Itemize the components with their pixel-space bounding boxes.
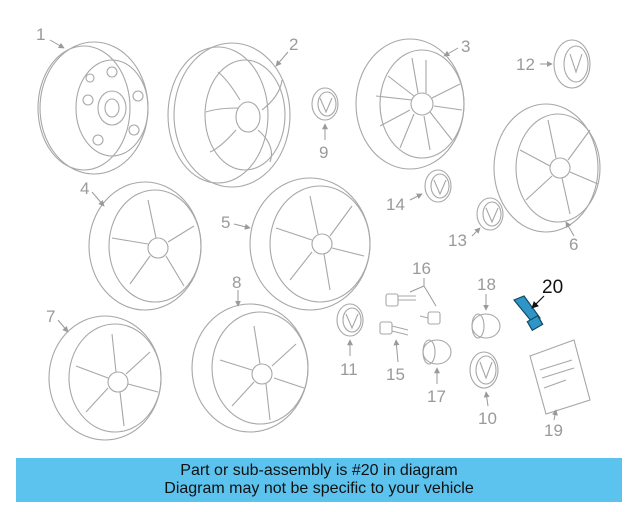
callout-19: 19 <box>544 421 563 440</box>
wheel-bolt-15[interactable] <box>379 321 409 336</box>
callout-16: 16 <box>412 259 431 278</box>
info-banner: Part or sub-assembly is #20 in diagram D… <box>16 458 622 502</box>
callout-9: 9 <box>319 143 328 162</box>
callout-4: 4 <box>80 179 89 198</box>
label-sheet-19[interactable] <box>529 339 591 415</box>
leader-lines <box>49 39 575 421</box>
callout-15: 15 <box>386 365 405 384</box>
callout-1: 1 <box>36 25 45 44</box>
banner-line-disclaimer: Diagram may not be specific to your vehi… <box>164 480 474 497</box>
callout-12: 12 <box>516 55 535 74</box>
callout-8: 8 <box>232 273 241 292</box>
callout-3: 3 <box>461 37 470 56</box>
callout-14: 14 <box>386 195 405 214</box>
wheel-nut-17[interactable] <box>422 339 452 365</box>
callout-5: 5 <box>221 213 230 232</box>
wheel-alloy-7[interactable] <box>48 315 162 441</box>
center-cap-9[interactable] <box>311 87 339 121</box>
wheel-alloy-8[interactable] <box>191 303 309 433</box>
wheel-alloy-4[interactable] <box>88 181 202 311</box>
callout-18: 18 <box>477 275 496 294</box>
wheel-alloy-2[interactable] <box>167 42 291 188</box>
callout-13: 13 <box>448 231 467 250</box>
banner-line-part: Part or sub-assembly is #20 in diagram <box>180 462 458 479</box>
parts-diagram: 1 2 3 12 9 6 14 13 4 5 16 18 20 7 8 11 1… <box>36 25 601 441</box>
wheel-alloy-5[interactable] <box>249 177 371 311</box>
wheel-steel-1[interactable] <box>37 41 149 175</box>
tpms-valve-20[interactable] <box>513 295 544 332</box>
callout-11: 11 <box>340 360 358 379</box>
center-cap-12[interactable] <box>553 39 591 89</box>
wheel-alloy-3[interactable] <box>355 38 465 170</box>
center-cap-13[interactable] <box>476 197 504 231</box>
center-cap-10[interactable] <box>469 351 499 389</box>
wheel-bolt-16[interactable] <box>385 293 441 325</box>
center-cap-11[interactable] <box>336 303 364 337</box>
wheel-alloy-6[interactable] <box>493 103 601 233</box>
wheel-nut-18[interactable] <box>471 313 501 339</box>
callout-6: 6 <box>569 235 578 254</box>
center-cap-14[interactable] <box>424 169 452 203</box>
callout-10: 10 <box>478 409 497 428</box>
callout-7: 7 <box>46 307 55 326</box>
callout-20: 20 <box>542 277 563 298</box>
callout-2: 2 <box>289 35 298 54</box>
callout-17: 17 <box>427 387 446 406</box>
